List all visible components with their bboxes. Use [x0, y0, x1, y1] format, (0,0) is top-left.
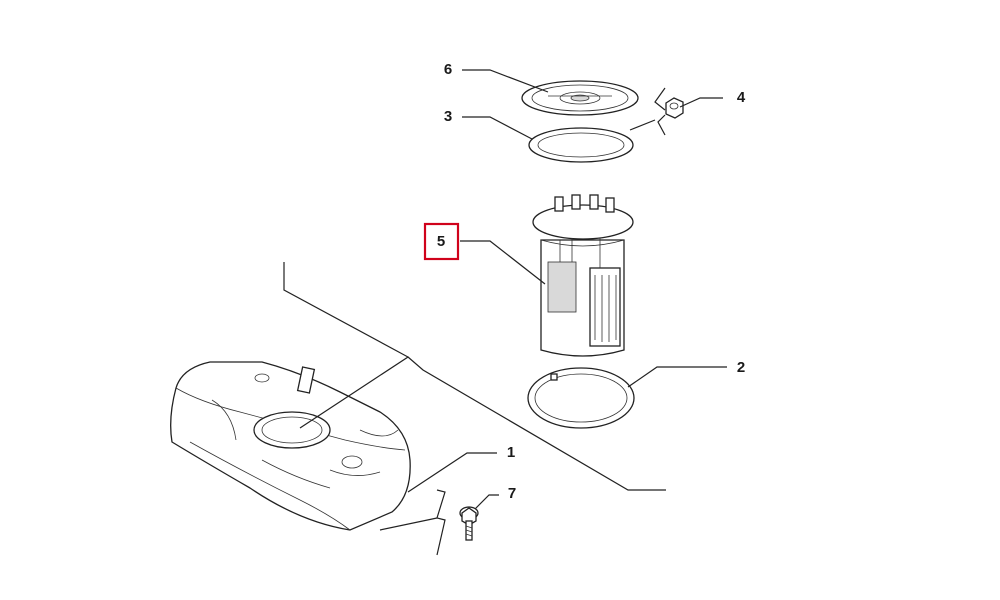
callout-1[interactable]: 1 [507, 444, 515, 461]
callout-7[interactable]: 7 [508, 485, 516, 502]
callout-6[interactable]: 6 [444, 61, 452, 78]
part-6-cover-plate [521, 80, 639, 116]
callout-5[interactable]: 5 [437, 233, 445, 250]
leader-lines [379, 69, 727, 556]
part-5-fuel-pump-module [532, 194, 634, 357]
callout-2[interactable]: 2 [737, 359, 745, 376]
part-4-nut [665, 97, 684, 119]
part-2-lock-ring [527, 367, 635, 429]
assembly-lines [283, 262, 666, 491]
callout-5-highlight-box [423, 222, 460, 261]
callout-3[interactable]: 3 [444, 108, 452, 125]
callout-4[interactable]: 4 [737, 89, 746, 106]
part-7-bolt [459, 506, 479, 541]
part-3-gasket [528, 127, 634, 163]
part-1-fuel-tank [170, 361, 411, 531]
